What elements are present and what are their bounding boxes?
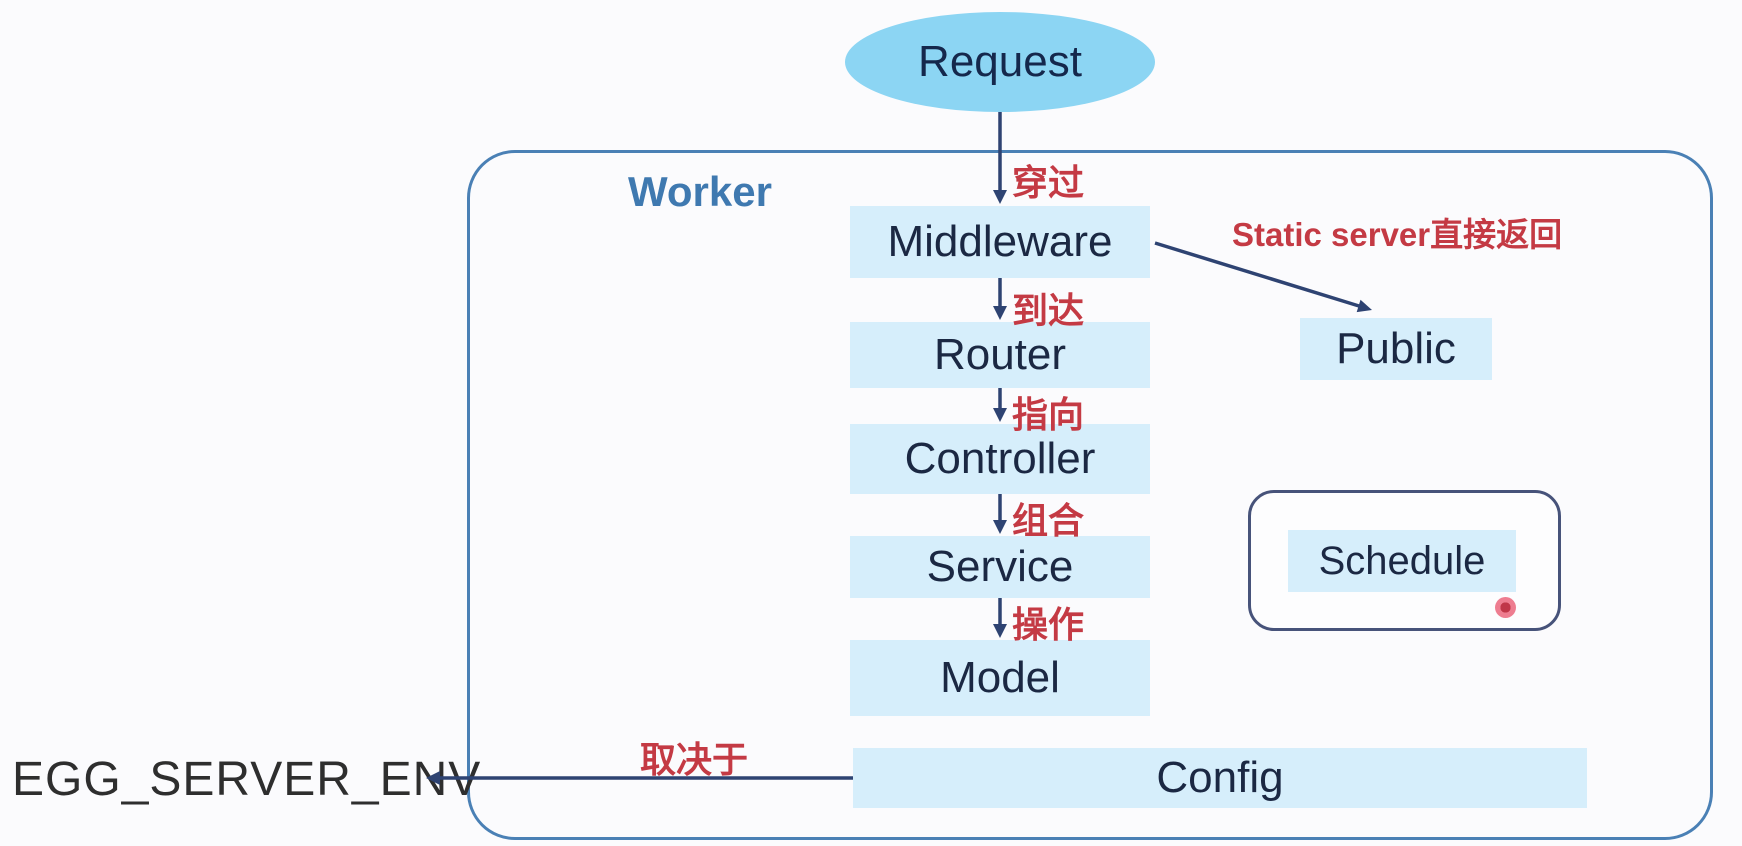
laser-pointer-dot xyxy=(1495,597,1516,618)
model-node: Model xyxy=(850,640,1150,716)
request-node: Request xyxy=(845,12,1155,112)
public-node: Public xyxy=(1300,318,1492,380)
egg-server-env-label: EGG_SERVER_ENV xyxy=(12,753,482,806)
edge-label-pass-through: 穿过 xyxy=(1012,162,1085,203)
edge-label-static-server-return: Static server直接返回 xyxy=(1232,216,1563,253)
config-node: Config xyxy=(853,748,1587,808)
edge-label-arrive: 到达 xyxy=(1012,290,1085,331)
edge-label-operate: 操作 xyxy=(1012,604,1085,645)
worker-label: Worker xyxy=(628,168,772,215)
request-label: Request xyxy=(918,37,1082,86)
controller-node: Controller xyxy=(850,424,1150,494)
edge-label-compose: 组合 xyxy=(1012,500,1085,541)
schedule-node: Schedule xyxy=(1288,530,1516,592)
middleware-node: Middleware xyxy=(850,206,1150,278)
router-node: Router xyxy=(850,322,1150,388)
worker-frame xyxy=(467,150,1713,840)
edge-label-point-to: 指向 xyxy=(1012,394,1085,435)
edge-label-depends-on: 取决于 xyxy=(640,739,749,780)
service-node: Service xyxy=(850,536,1150,598)
